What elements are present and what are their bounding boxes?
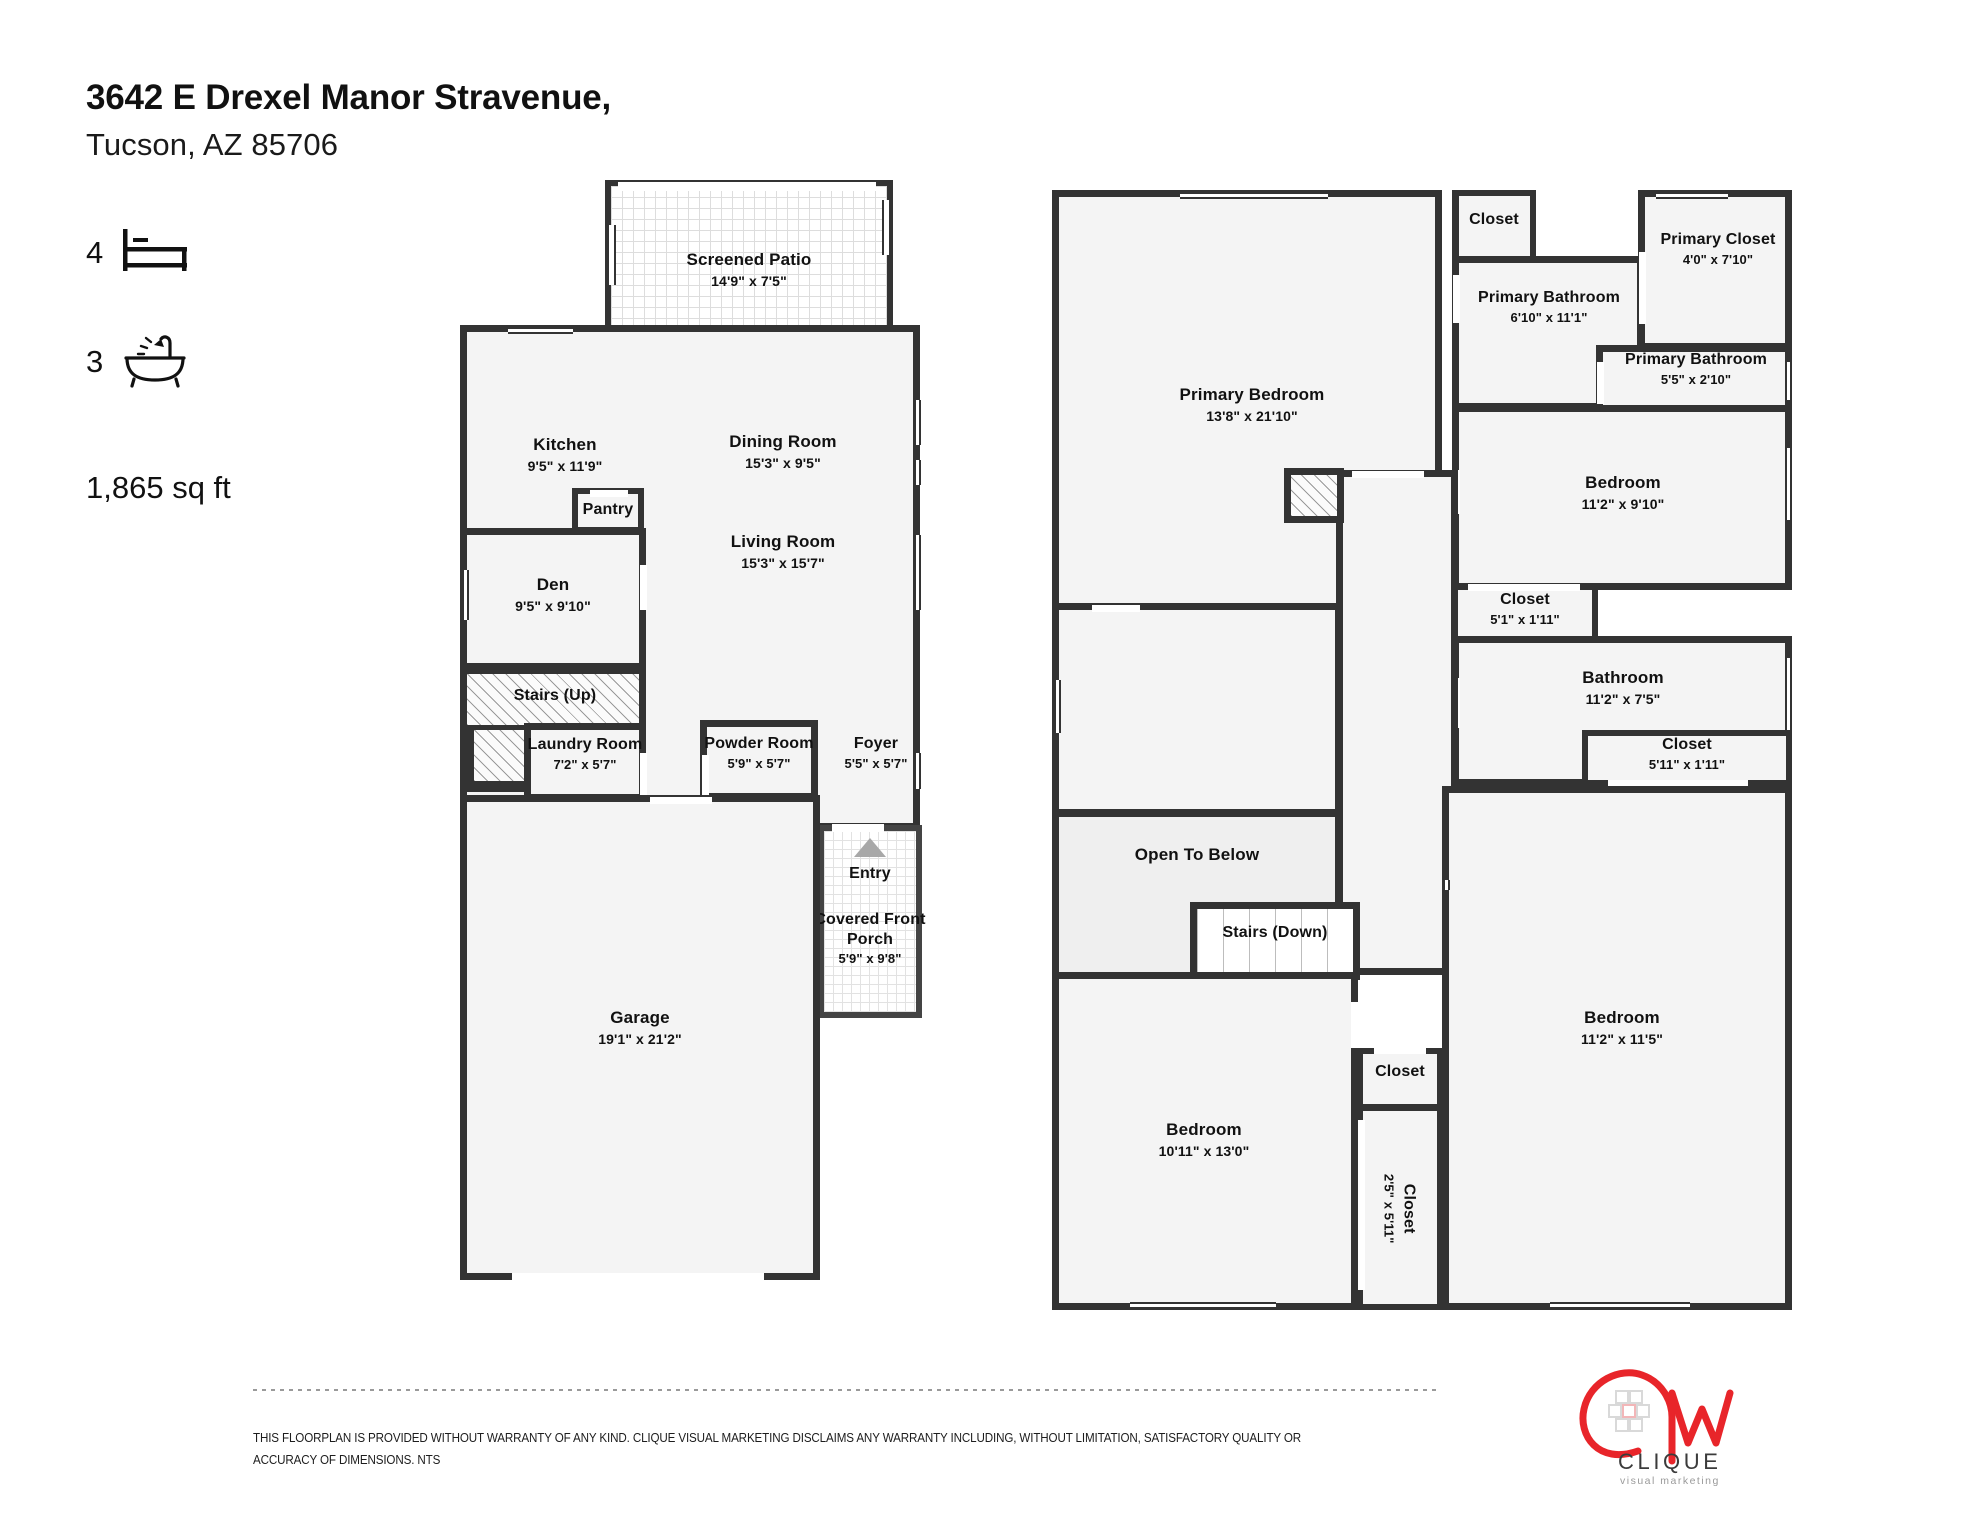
primary-bathroom-door: [1453, 275, 1460, 323]
primary-bathroom-small-door: [1597, 362, 1604, 404]
room-powder-room: [700, 720, 818, 800]
closet-hall-upper-door: [1468, 584, 1580, 591]
room-closet-center-tall: [1357, 1105, 1443, 1310]
front-door-opening: [832, 824, 884, 832]
footer-divider: [253, 1389, 1438, 1391]
stairs-up-lower: [467, 730, 532, 788]
patio-window-left: [607, 225, 616, 285]
footer-disclaimer: THIS FLOORPLAN IS PROVIDED WITHOUT WARRA…: [253, 1431, 1302, 1467]
garage-overhead-door: [512, 1273, 764, 1280]
room-den: [460, 528, 646, 670]
bedroom-lower-left-window: [1130, 1302, 1276, 1309]
den-door: [640, 565, 647, 610]
bedroom-lower-right-window: [1550, 1302, 1690, 1309]
clique-logo: CLIQUE visual marketing: [1576, 1365, 1746, 1495]
hallway-opening-top: [1352, 471, 1424, 478]
entry-arrow-icon: [854, 838, 886, 857]
room-bedroom-upper-right: [1452, 405, 1792, 590]
patio-window-right: [882, 200, 891, 255]
room-bedroom-lower-left: [1052, 972, 1358, 1310]
dining-window-right-b: [914, 460, 921, 485]
stairs-wall-bottom: [460, 785, 530, 792]
primary-bedroom-window-left: [1054, 680, 1061, 733]
garage-interior-door: [650, 797, 712, 804]
primary-bedroom-window: [1180, 192, 1328, 199]
bathroom-hall-window: [1785, 658, 1792, 730]
room-closet-hall-lower: [1582, 730, 1792, 786]
floorplan-first-floor: Screened Patio 14'9" x 7'5" Kitchen 9'5"…: [450, 170, 960, 1320]
laundry-door: [640, 753, 647, 795]
closet-center-small-door: [1374, 1047, 1426, 1054]
bed-icon: [120, 225, 192, 280]
pantry-door: [590, 490, 628, 497]
closet-hall-lower-door: [1608, 780, 1748, 787]
stair-landing-hatch: [1284, 468, 1344, 523]
kitchen-window-top: [508, 327, 573, 334]
primary-closet-window: [1656, 192, 1728, 199]
stairs-wall-left: [460, 667, 467, 792]
closet-center-tall-door: [1358, 1120, 1365, 1290]
floorplan-second-floor: Primary Bedroom 13'8" x 21'10" Closet Pr…: [1052, 190, 1792, 1320]
bedrooms-count: 4: [86, 234, 104, 270]
logo-wordmark: CLIQUE: [1618, 1449, 1722, 1474]
primary-bathroom-small-window: [1785, 362, 1792, 400]
room-bedroom-lower-right: [1442, 786, 1792, 1310]
den-window-left: [462, 570, 469, 620]
bedroom-lower-right-door: [1443, 880, 1450, 890]
room-covered-front-porch: [818, 825, 922, 1018]
primary-bath-wall-left-upper: [1452, 190, 1459, 280]
room-closet-primary-bath: [1452, 190, 1536, 262]
bedroom-lower-left-door: [1351, 1002, 1358, 1048]
stairs-up-upper: [460, 667, 646, 732]
primary-closet-door: [1639, 252, 1646, 324]
bathtub-shower-icon: [120, 330, 194, 393]
room-primary-closet: [1638, 190, 1792, 350]
page-subtitle-city-state-zip: Tucson, AZ 85706: [86, 127, 339, 163]
room-garage: [460, 795, 820, 1280]
patio-opening-top: [618, 182, 876, 191]
room-laundry: [524, 723, 646, 801]
logo-tagline: visual marketing: [1620, 1475, 1720, 1487]
clique-monogram-icon: [1579, 1369, 1734, 1465]
dining-window-right-a: [914, 400, 921, 445]
foyer-window: [914, 753, 921, 789]
square-footage: 1,865 sq ft: [86, 470, 231, 505]
room-closet-center-small: [1357, 1048, 1443, 1110]
room-primary-bathroom-small: [1596, 345, 1792, 413]
bathrooms-count: 3: [86, 343, 104, 379]
title-block: 3642 E Drexel Manor Stravenue, Tucson, A…: [86, 78, 611, 166]
room-upstairs-hallway: [1336, 470, 1458, 975]
bathrooms-stat: 3: [86, 330, 194, 393]
page-title-address: 3642 E Drexel Manor Stravenue,: [86, 78, 612, 117]
powder-room-door: [702, 755, 709, 797]
room-primary-bedroom-extension: [1052, 603, 1342, 816]
bedrooms-stat: 4: [86, 225, 192, 280]
room-screened-patio: [605, 180, 893, 332]
stairs-down: [1190, 902, 1360, 980]
room-closet-hall-upper: [1452, 584, 1598, 642]
bedroom-upper-right-window: [1785, 448, 1792, 520]
living-window-right: [914, 535, 921, 610]
primary-bedroom-door: [1092, 605, 1140, 612]
